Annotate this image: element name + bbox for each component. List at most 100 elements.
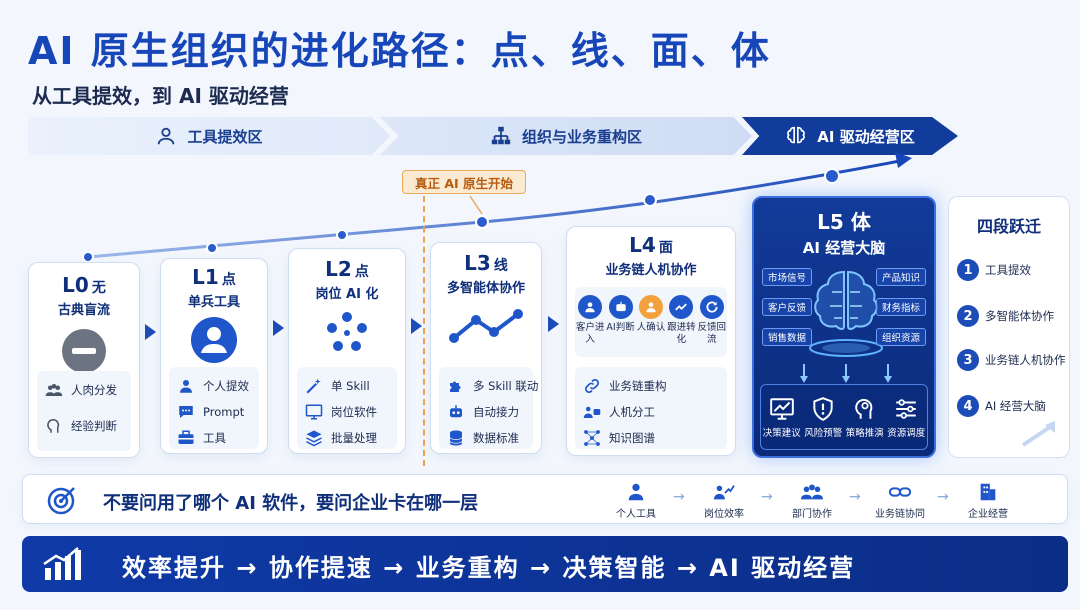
list-item: 单 Skill — [305, 373, 389, 399]
question-step: 岗位效率 — [689, 481, 759, 520]
level-items: 多 Skill 联动 自动接力 数据标准 — [439, 367, 538, 451]
list-item: Prompt — [177, 399, 251, 425]
bar-chart-icon — [43, 547, 81, 580]
shield-alert-icon — [813, 396, 833, 421]
curve-node-l0 — [82, 251, 94, 263]
arrow-up-right-icon — [1021, 421, 1055, 447]
level-subtitle: 多智能体协作 — [446, 281, 525, 296]
person-icon — [585, 302, 595, 313]
person-icon — [628, 483, 644, 501]
level-keyword: 面 — [658, 240, 673, 256]
puzzle-icon — [450, 381, 461, 392]
person-chart-icon — [713, 485, 735, 500]
level-code: L4 — [629, 233, 656, 257]
building-icon — [980, 483, 996, 501]
list-item: 知识图谱 — [583, 425, 719, 451]
question-step: 个人工具 — [601, 481, 671, 520]
summary-text: 效率提升 → 协作提速 → 业务重构 → 决策智能 → AI 驱动经营 — [122, 554, 856, 582]
output-arrows — [800, 364, 892, 383]
question-bar: 不要问用了哪个 AI 软件，要问企业卡在哪一层 个人工具 → 岗位效率 → 部门… — [22, 474, 1068, 524]
signal-tag: 产品知识 — [875, 268, 926, 286]
list-item: 个人提效 — [177, 373, 251, 399]
database-icon — [449, 430, 463, 446]
chat-bubble-icon — [179, 406, 193, 418]
curve-node-l3 — [475, 215, 489, 229]
link-icon — [585, 379, 599, 393]
level-subtitle: 单兵工具 — [187, 295, 240, 310]
robot-icon — [450, 405, 462, 418]
arrow-right-icon: → — [673, 489, 685, 505]
flow-step: 跟进转化 — [666, 295, 696, 346]
zone-bar: 工具提效区 组织与业务重构区 AI 驱动经营区 — [28, 117, 958, 155]
level-keyword: 点 — [354, 264, 369, 280]
arrow-right-icon — [411, 318, 422, 334]
arrow-right-icon — [273, 320, 284, 336]
summary-banner: 效率提升 → 协作提速 → 业务重构 → 决策智能 → AI 驱动经营 — [22, 536, 1068, 592]
arrow-right-icon: → — [849, 489, 861, 505]
list-item: 自动接力 — [447, 399, 525, 425]
sliders-icon — [896, 398, 916, 419]
level-code: L3 — [464, 251, 491, 275]
user-avatar-icon — [191, 317, 237, 363]
list-item: 岗位软件 — [305, 399, 389, 425]
level-keyword: 点 — [221, 272, 236, 288]
arrow-right-icon — [145, 324, 156, 340]
list-item: 经验判断 — [45, 413, 123, 439]
question-step: 部门协作 — [777, 481, 847, 520]
human-robot-icon — [583, 406, 601, 418]
flow-step: 人确认 — [636, 295, 666, 334]
page-subtitle: 从工具提效，到 AI 驱动经营 — [32, 84, 289, 108]
signal-tag: 客户反馈 — [762, 298, 813, 316]
zone-label: AI 驱动经营区 — [817, 127, 915, 146]
output-item: 决策建议 — [763, 396, 801, 439]
curve-node-l5 — [824, 168, 840, 184]
level-card-l5: L5 体 AI 经营大脑 市场信号 客户反馈 销售数据 产品知识 财务指标 组织… — [752, 196, 936, 458]
person-icon — [158, 127, 175, 145]
list-item: 数据标准 — [447, 425, 525, 451]
ai-brain-icon — [809, 270, 883, 357]
level-keyword: 体 — [850, 210, 871, 234]
brain-icon — [787, 126, 806, 144]
level-keyword: 无 — [91, 280, 106, 296]
curve-node-l4 — [643, 193, 657, 207]
stages-heading: 四段跃迁 — [976, 217, 1041, 236]
list-item: 工具 — [177, 425, 251, 451]
page-title: AI 原生组织的进化路径：点、线、面、体 — [28, 29, 771, 73]
group-icon — [45, 384, 63, 396]
org-chart-icon — [491, 126, 511, 145]
level-code: L1 — [192, 265, 219, 289]
business-flow: 客户进入 AI判断 人确认 跟进转化 反馈回流 — [575, 287, 727, 357]
level-items: 业务链重构 人机分工 知识图谱 — [575, 367, 727, 449]
toolbox-icon — [178, 430, 194, 444]
level-code: L5 — [817, 210, 844, 234]
chart-board-icon — [769, 397, 794, 420]
dots-cluster-icon — [327, 312, 367, 351]
arrow-right-icon — [548, 316, 559, 332]
level-subtitle: AI 经营大脑 — [802, 239, 886, 257]
refresh-icon — [706, 301, 718, 313]
level-subtitle: 岗位 AI 化 — [315, 287, 379, 302]
arrow-right-icon: → — [937, 489, 949, 505]
head-gear-icon — [854, 398, 873, 419]
group-icon — [801, 484, 823, 500]
list-item: 业务链重构 — [583, 373, 719, 399]
level-subtitle: 古典盲流 — [57, 303, 110, 318]
level-subtitle: 业务链人机协作 — [605, 263, 697, 278]
curve-node-l1 — [206, 242, 218, 254]
zone-tool-efficiency: 工具提效区 — [28, 117, 390, 155]
chain-link-icon — [889, 487, 911, 497]
zone-org-restructure: 组织与业务重构区 — [380, 117, 752, 155]
flow-step: 客户进入 — [575, 295, 605, 346]
person-check-icon — [646, 302, 656, 313]
head-outline-icon — [47, 418, 60, 433]
monitor-icon — [305, 404, 323, 420]
